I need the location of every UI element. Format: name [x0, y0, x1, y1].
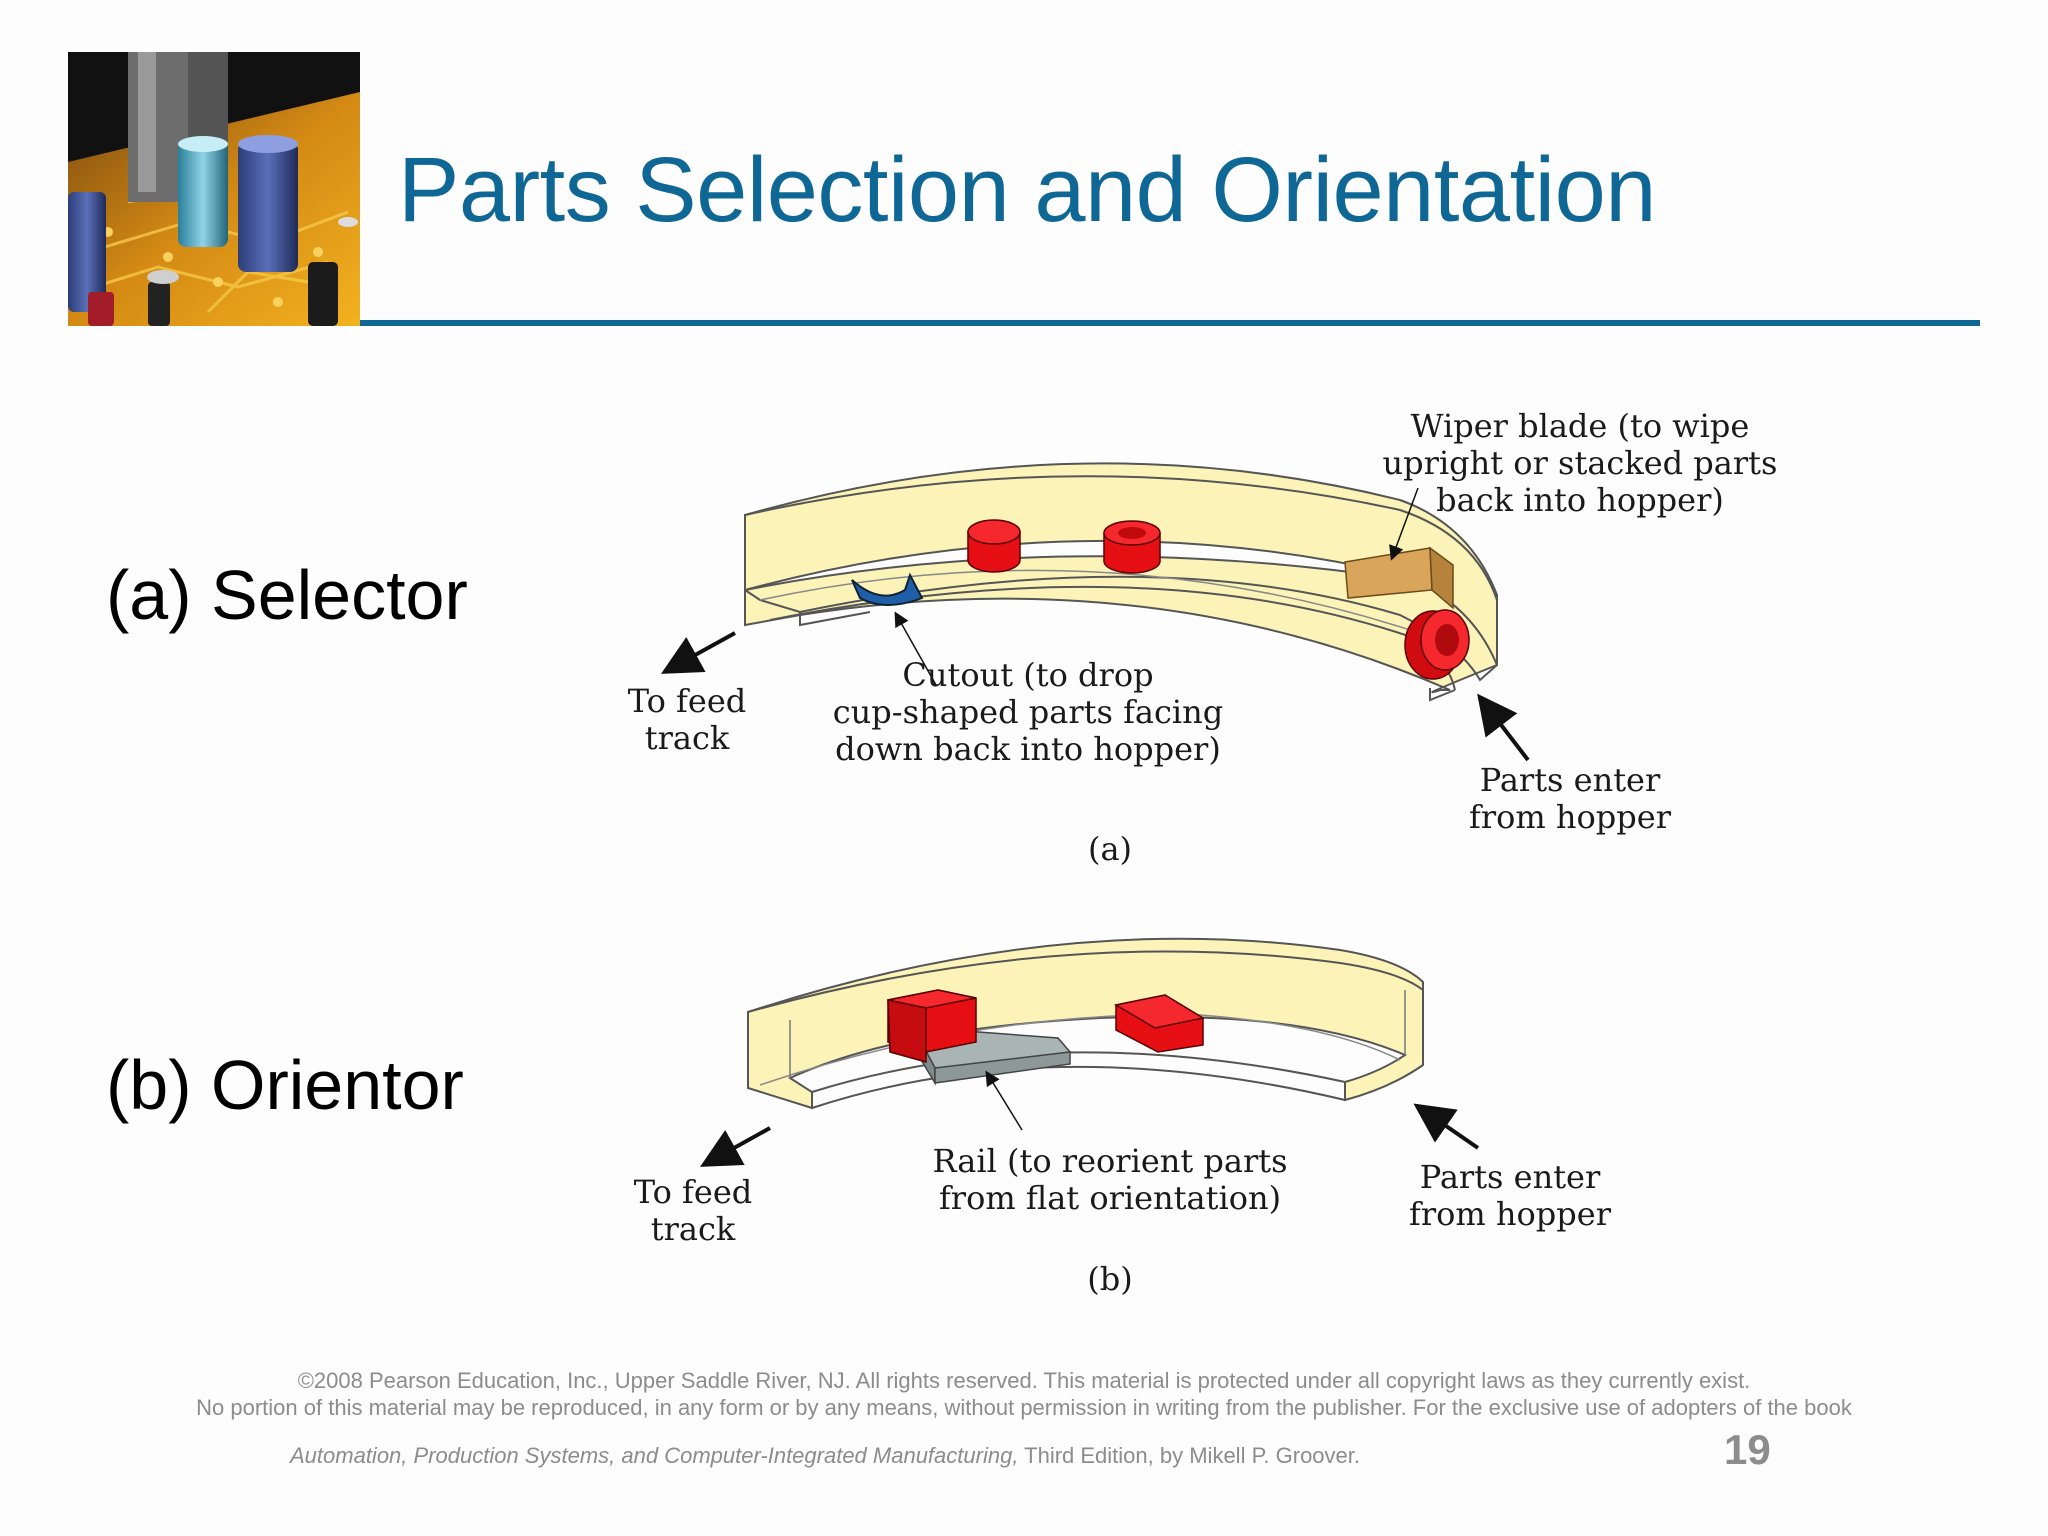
copyright-line-2: No portion of this material may be repro…: [196, 1395, 1852, 1420]
b-parts-enter-label-2: from hopper: [1409, 1195, 1612, 1233]
caption-b: (b): [1087, 1260, 1132, 1298]
b-parts-enter-label-1: Parts enter: [1420, 1158, 1601, 1196]
wiper-blade: [1344, 546, 1454, 610]
page-title: Parts Selection and Orientation: [398, 139, 1656, 241]
flat-block-part: [1113, 994, 1206, 1053]
b-to-feed-label-2: track: [651, 1210, 736, 1248]
cutout-label-1: Cutout (to drop: [902, 656, 1153, 694]
page-number: 19: [1724, 1426, 1771, 1473]
title-divider: [360, 320, 1980, 326]
circuit-board-photo: [68, 52, 360, 326]
copyright-line-1: ©2008 Pearson Education, Inc., Upper Sad…: [297, 1368, 1751, 1393]
a-to-feed-label-2: track: [645, 719, 730, 757]
cutout-slot: [851, 572, 924, 606]
caption-a: (a): [1088, 830, 1132, 868]
book-edition: Third Edition, by Mikell P. Groover.: [1018, 1443, 1360, 1468]
cup-part-entering: [1404, 609, 1470, 680]
orientor-label: (b) Orientor: [106, 1046, 464, 1124]
orientor-track: [747, 937, 1424, 1110]
upright-block-part: [887, 989, 977, 1063]
a-to-feed-label-1: To feed: [628, 682, 747, 720]
cup-part-1: [967, 519, 1021, 573]
book-credit: Automation, Production Systems, and Comp…: [290, 1443, 1360, 1469]
book-title: Automation, Production Systems, and Comp…: [290, 1443, 1019, 1468]
b-to-feed-label-1: To feed: [634, 1173, 753, 1211]
selector-label: (a) Selector: [106, 556, 468, 634]
a-parts-enter-label-1: Parts enter: [1480, 761, 1661, 799]
rail-label-1: Rail (to reorient parts: [932, 1142, 1287, 1180]
wiper-blade-label-2: upright or stacked parts: [1383, 444, 1778, 482]
wiper-blade-label-1: Wiper blade (to wipe: [1411, 407, 1750, 445]
a-parts-enter-label-2: from hopper: [1469, 798, 1672, 836]
cup-part-2: [1103, 520, 1161, 574]
wiper-blade-label-3: back into hopper): [1436, 481, 1724, 519]
cutout-label-2: cup-shaped parts facing: [833, 693, 1224, 731]
cutout-label-3: down back into hopper): [835, 730, 1221, 768]
rail-label-2: from flat orientation): [939, 1179, 1281, 1217]
